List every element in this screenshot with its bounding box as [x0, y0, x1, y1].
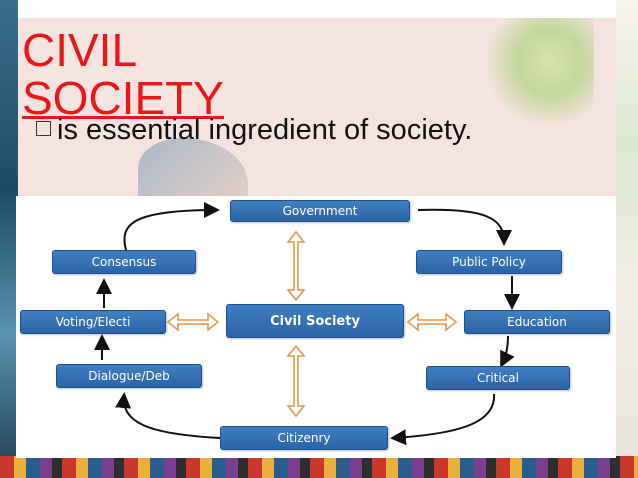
slide-title: CIVIL SOCIETY [22, 26, 224, 122]
bullet-square-icon [36, 121, 51, 136]
arrow-citizenry-to-dialogue [115, 392, 221, 439]
node-consensus: Consensus [52, 250, 196, 274]
double-arrow-vertical-top [286, 230, 306, 302]
double-arrow-vertical-bottom [286, 344, 306, 418]
arrow-government-to-public-policy [417, 208, 512, 246]
civil-society-diagram: Government Public Policy Consensus Votin… [16, 196, 616, 458]
title-word-civil: CIVIL [22, 24, 138, 76]
double-arrow-horizontal-left [166, 312, 220, 332]
node-education: Education [464, 310, 610, 334]
arrow-consensus-to-government [123, 202, 220, 251]
node-civil-society: Civil Society [226, 304, 404, 338]
decorative-side-image-right [616, 0, 638, 478]
node-government: Government [230, 200, 410, 222]
arrow-education-to-critical [500, 335, 515, 368]
diagram-connectors [94, 202, 520, 446]
double-arrow-horizontal-right [406, 312, 458, 332]
node-citizenry: Citizenry [220, 426, 388, 450]
node-dialogue: Dialogue/Deb [56, 364, 202, 388]
bullet-point: is essential ingredient of society. [36, 114, 472, 147]
title-background [18, 18, 616, 214]
node-voting: Voting/Electi [20, 310, 166, 334]
decorative-bottom-strip [0, 456, 638, 478]
bullet-text: is essential ingredient of society. [57, 114, 473, 146]
tree-image [484, 18, 594, 128]
node-public-policy: Public Policy [416, 250, 562, 274]
arrow-critical-to-citizenry [390, 393, 496, 446]
node-critical: Critical [426, 366, 570, 390]
decorative-side-image [0, 0, 18, 478]
title-word-society: SOCIETY [22, 72, 224, 124]
